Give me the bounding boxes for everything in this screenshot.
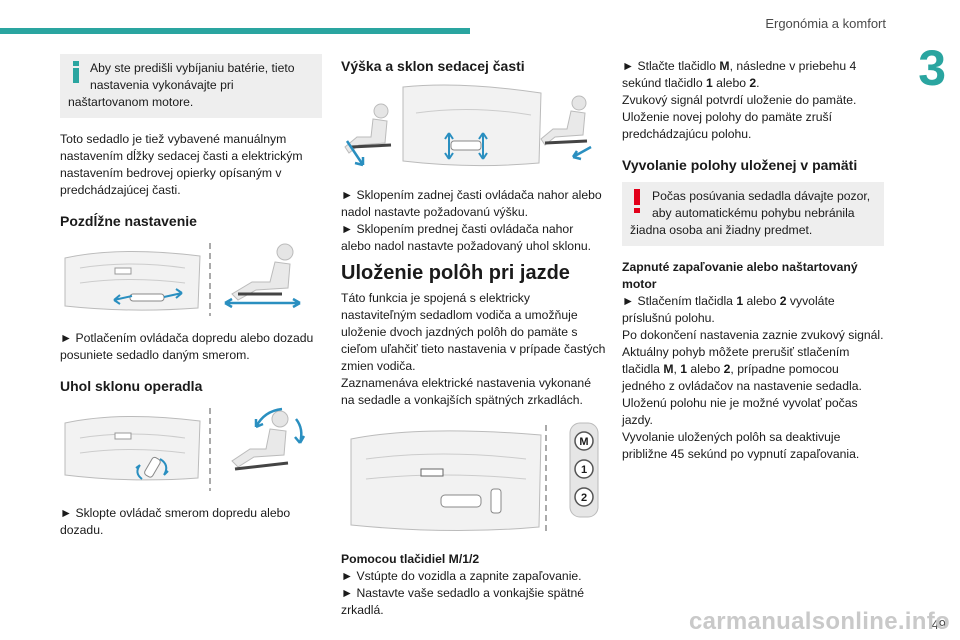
chapter-number: 3 (918, 40, 946, 96)
warning-icon (634, 189, 640, 213)
warning-line-1: Počas posúvania sedadla dávajte pozor, (652, 189, 871, 203)
info-line-1: Aby ste predišli vybíjaniu batérie, tiet… (90, 61, 295, 75)
heading-memory: Uloženie polôh pri jazde (341, 262, 570, 284)
heading-ignition: Zapnuté zapaľovanie alebo naštartovaný m… (622, 260, 858, 291)
watermark: carmanualsonline.info (688, 608, 950, 635)
heading-height-tilt: Výška a sklon sedacej časti (341, 58, 525, 74)
backrest-text: ► Sklopte ovládač smerom dopredu alebo d… (60, 506, 291, 537)
recall-text-2: Po dokončení nastavenia zaznie zvukový s… (622, 328, 884, 342)
intro-text: Toto sedadlo je tiež vybavené manuálnym … (60, 132, 303, 197)
info-line-3: naštartovanom motore. (68, 95, 194, 109)
recall-text-3: Aktuálny pohyb môžete prerušiť stlačením… (622, 345, 862, 393)
memory-text-2: Zaznamenáva elektrické nastavenia vykona… (341, 376, 591, 407)
height-text-1: ► Sklopením zadnej časti ovládača nahor … (341, 188, 602, 219)
memory-buttons-figure: M 1 2 (341, 419, 603, 537)
longitudinal-text: ► Potlačením ovládača dopredu alebo doza… (60, 331, 314, 362)
store-text-3: Uloženie novej polohy do pamäte zruší pr… (622, 110, 833, 141)
memory-text-1: Táto funkcia je spojená s elektricky nas… (341, 291, 606, 373)
heading-longitudinal: Pozdĺžne nastavenie (60, 213, 197, 229)
header-accent-bar (0, 28, 470, 34)
buttons-text-2: ► Nastavte vaše sedadlo a vonkajšie spät… (341, 586, 585, 617)
column-3: ► Stlačte tlačidlo M, následne v priebeh… (622, 54, 884, 463)
column-2: Výška a sklon sedacej časti ► Sklopením … (341, 54, 606, 619)
heading-buttons: Pomocou tlačidiel M/1/2 (341, 552, 480, 566)
backrest-angle-figure (64, 407, 306, 491)
longitudinal-adjust-figure (64, 243, 301, 316)
store-text-2: Zvukový signál potvrdí uloženie do pamät… (622, 93, 857, 107)
column-1: Aby ste predišli vybíjaniu batérie, tiet… (60, 54, 322, 539)
heading-recall: Vyvolanie polohy uloženej v pamäti (622, 157, 858, 173)
height-text-2: ► Sklopením prednej časti ovládača nahor… (341, 222, 592, 253)
info-line-2: nastavenia vykonávajte pri (90, 78, 234, 92)
memory-button-1: 1 (580, 464, 588, 476)
memory-button-2: 2 (580, 492, 588, 504)
recall-text-4: Uloženú polohu nie je možné vyvolať poča… (622, 396, 858, 427)
buttons-text-1: ► Vstúpte do vozidla a zapnite zapaľovan… (341, 569, 582, 583)
heading-backrest: Uhol sklonu operadla (60, 378, 203, 394)
recall-text-1: ► Stlačením tlačidla 1 alebo 2 vyvoláte … (622, 294, 835, 325)
page-number: 49 (931, 617, 946, 632)
store-text: ► Stlačte tlačidlo M, následne v priebeh… (622, 59, 857, 90)
recall-text-5: Vyvolanie uložených polôh sa deaktivuje … (622, 430, 860, 461)
memory-button-m: M (579, 436, 589, 448)
info-box: Aby ste predišli vybíjaniu batérie, tiet… (60, 54, 322, 118)
info-icon (73, 61, 79, 83)
warning-line-2: aby automatickému pohybu nebránila (652, 206, 855, 220)
page-header-title: Ergonómia a komfort (765, 16, 886, 31)
height-tilt-figure (344, 84, 592, 167)
warning-box: Počas posúvania sedadla dávajte pozor, a… (622, 182, 884, 246)
warning-line-3: žiadna osoba ani žiadny predmet. (630, 223, 813, 237)
